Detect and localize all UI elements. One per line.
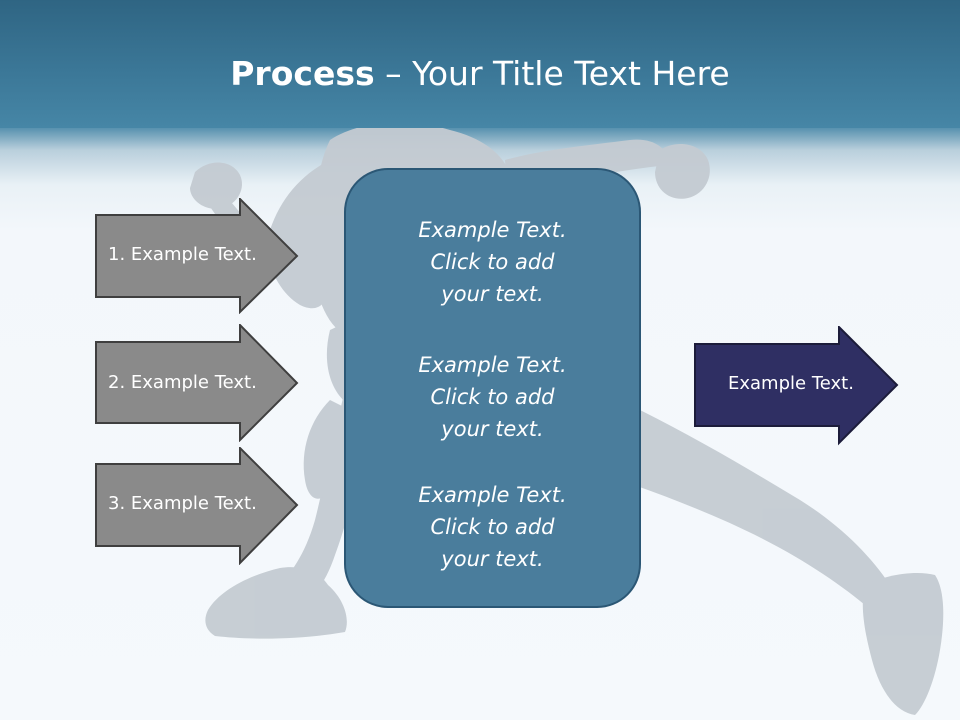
arrow-right-shape <box>95 447 299 565</box>
center-line: your text. <box>441 417 544 441</box>
center-line: your text. <box>441 282 544 306</box>
step-arrow-3[interactable]: 3. Example Text. <box>95 447 300 565</box>
title-rest-part: – Your Title Text Here <box>374 54 730 93</box>
slide-title: Process – Your Title Text Here <box>0 52 960 96</box>
result-arrow[interactable]: Example Text. <box>694 326 900 446</box>
header-band <box>0 0 960 128</box>
result-arrow-label: Example Text. <box>728 373 854 394</box>
center-paragraph-2: Example Text. Click to add your text. <box>346 349 639 445</box>
center-paragraph-3: Example Text. Click to add your text. <box>346 479 639 575</box>
center-line: Click to add <box>430 515 555 539</box>
step-arrow-1[interactable]: 1. Example Text. <box>95 198 300 314</box>
step-arrow-label: 3. Example Text. <box>108 493 257 514</box>
arrow-right-shape <box>694 326 899 446</box>
step-arrow-label: 2. Example Text. <box>108 372 257 393</box>
center-content-box[interactable]: Example Text. Click to add your text. Ex… <box>344 168 641 608</box>
step-arrow-2[interactable]: 2. Example Text. <box>95 324 300 442</box>
arrow-right-shape <box>95 198 299 314</box>
center-line: Click to add <box>430 250 555 274</box>
center-line: Example Text. <box>418 353 567 377</box>
center-line: Click to add <box>430 385 555 409</box>
center-line: Example Text. <box>418 483 567 507</box>
arrow-right-shape <box>95 324 299 442</box>
center-paragraph-1: Example Text. Click to add your text. <box>346 214 639 310</box>
center-line: Example Text. <box>418 218 567 242</box>
step-arrow-label: 1. Example Text. <box>108 244 257 265</box>
center-line: your text. <box>441 547 544 571</box>
title-bold-part: Process <box>230 54 375 93</box>
